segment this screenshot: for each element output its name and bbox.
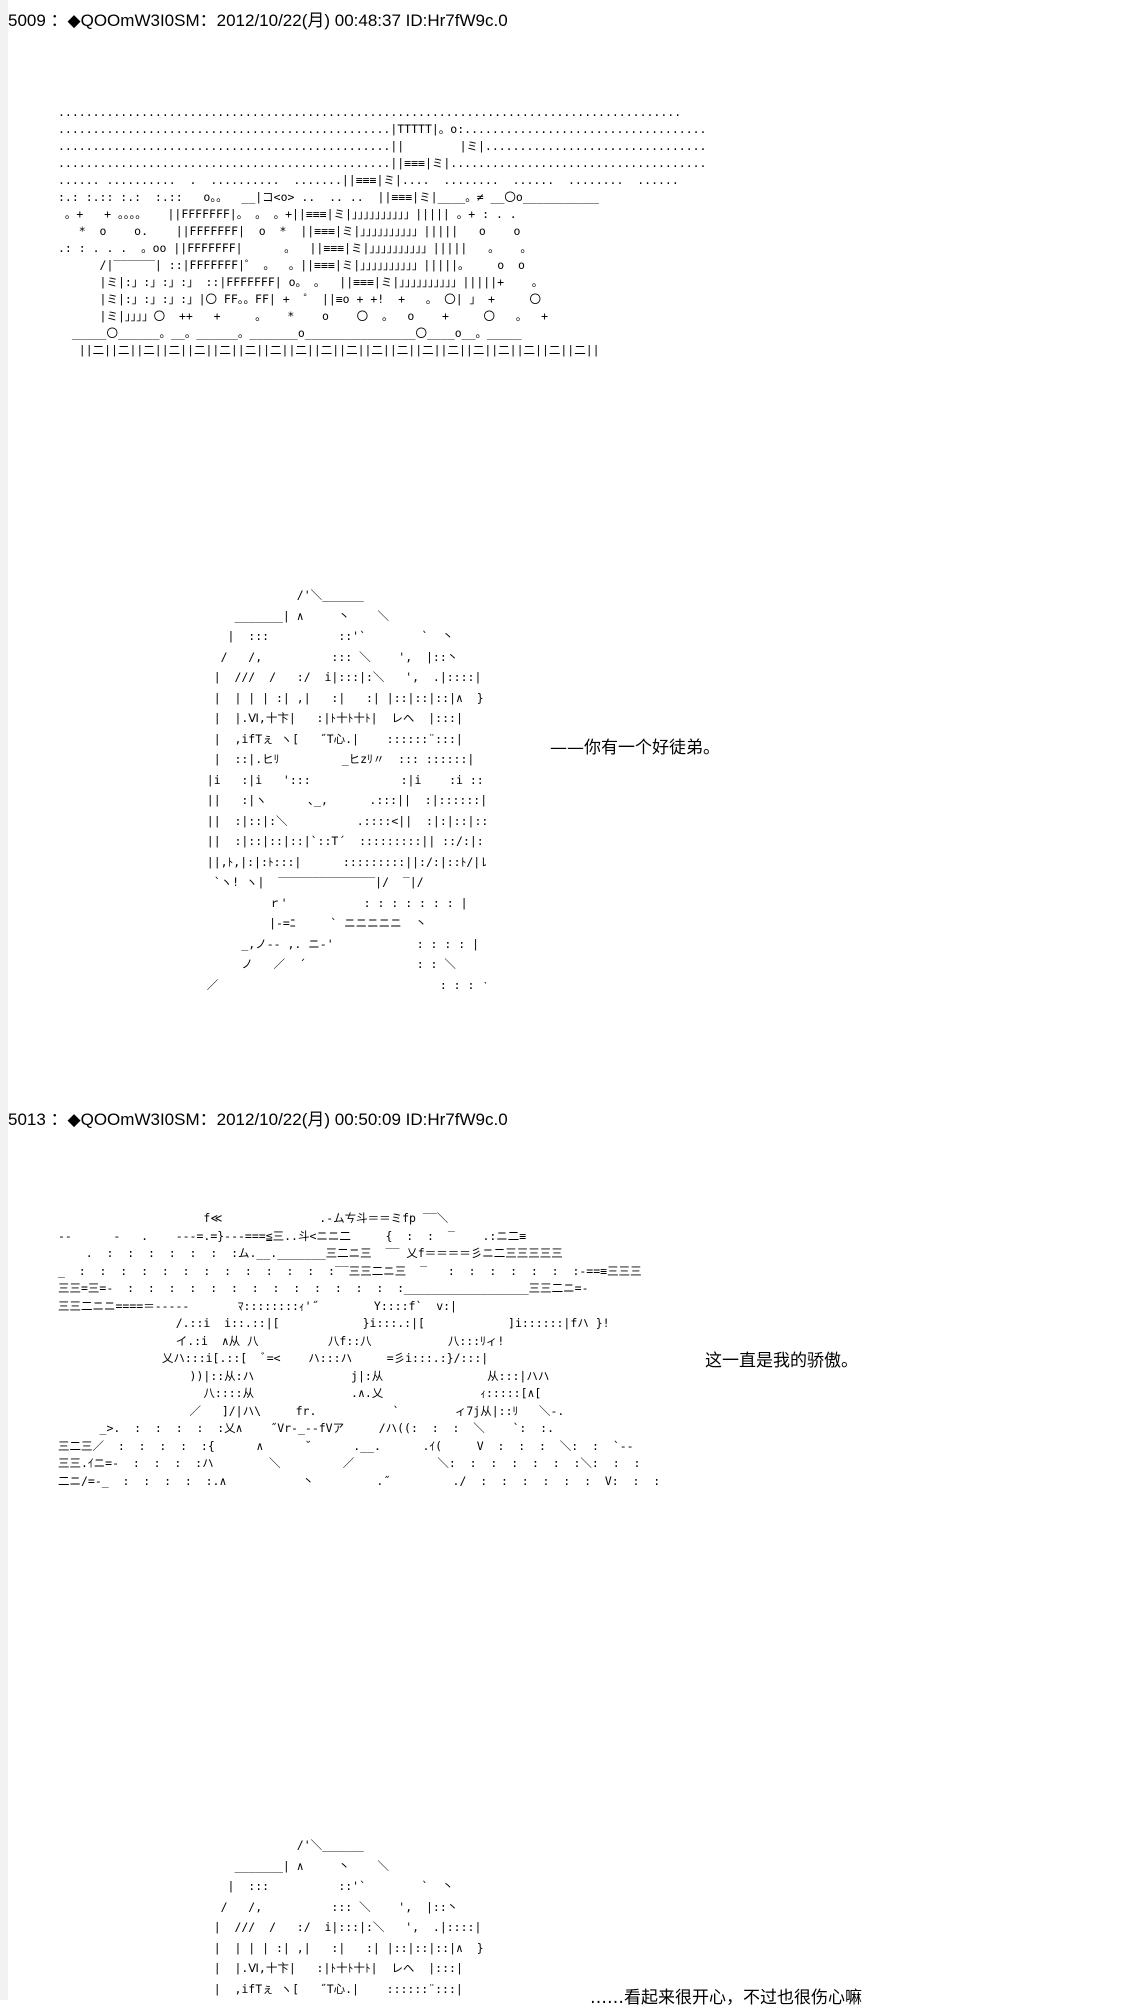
dialogue-line: ——你有一个好徒弟。 bbox=[550, 738, 720, 758]
post-header-5009: 5009 ：◆QOOmW3I0SM：2012/10/22(月) 00:48:37… bbox=[8, 11, 508, 30]
dialogue-line: 这一直是我的骄傲。 bbox=[705, 1351, 858, 1371]
dialogue-line: ……看起来很开心，不过也很伤心嘛 bbox=[590, 1988, 862, 2008]
page-margin-bar bbox=[0, 0, 8, 2000]
post-header-5013: 5013 ：◆QOOmW3I0SM：2012/10/22(月) 00:50:09… bbox=[8, 1110, 508, 1129]
city-scene-ascii-art: ........................................… bbox=[58, 105, 708, 357]
character-ascii-art: /'＼______ _______| ∧ 丶 ＼ | ::: ::'` ` 丶 … bbox=[213, 1838, 486, 1996]
character-ascii-art: /'＼______ _______| ∧ 丶 ＼ | ::: ::'` ` 丶 … bbox=[206, 588, 486, 992]
crowd-scene-ascii-art: f≪ .-ムㄘ斗＝＝ミfp ‾‾＼ ‐‐ - . -‐-=.=}‐‐‐===≦三… bbox=[58, 1211, 661, 1488]
